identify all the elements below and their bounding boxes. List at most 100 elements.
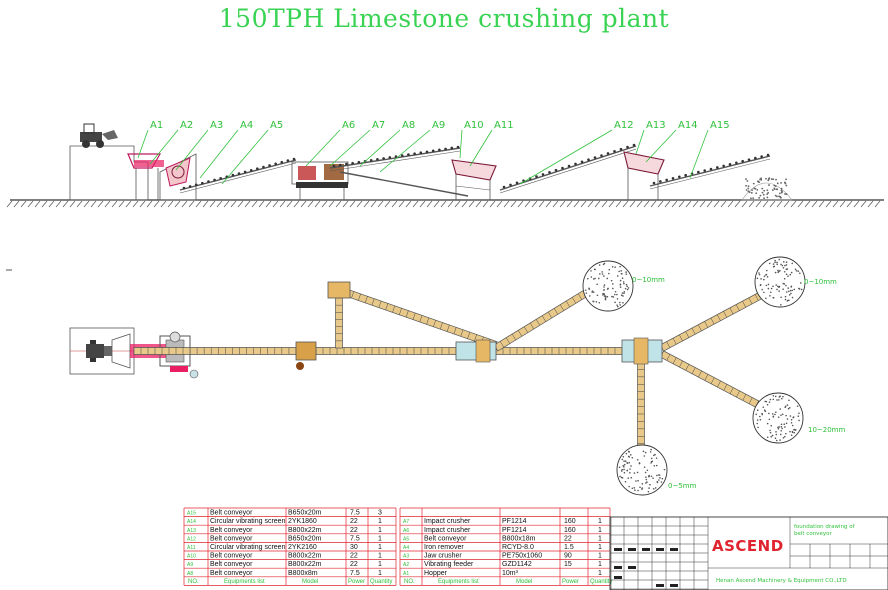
svg-text:1: 1 [598,544,602,551]
svg-text:Model: Model [302,579,318,585]
svg-text:Equipments list: Equipments list [224,579,265,585]
drawing-note-line-2: belt conveyor [794,531,832,537]
svg-text:22: 22 [564,535,572,542]
svg-text:1: 1 [378,570,382,577]
table-row: A13Belt conveyorB800x22m221 [187,527,382,534]
label-a8: A8 [402,120,415,131]
svg-text:Quantity: Quantity [590,579,612,585]
label-a9: A9 [432,120,445,131]
svg-text:1: 1 [598,535,602,542]
svg-text:22: 22 [350,518,358,525]
table-row: A8 Belt conveyor B800x8m 7.5 1 [187,570,382,577]
plan-conveyor-a12 [496,348,622,355]
company-name: Henan Ascend Machinery & Equipment CO.,L… [716,578,847,584]
stockpile-heap [742,177,792,200]
svg-text:Belt conveyor: Belt conveyor [210,527,253,534]
svg-text:1: 1 [378,544,382,551]
svg-text:B800x22m: B800x22m [288,553,322,560]
svg-text:Impact crusher: Impact crusher [424,527,471,534]
svg-text:160: 160 [564,518,576,525]
equipment-table: A15Belt conveyorB650x20m7.53A14Circular … [184,508,612,585]
svg-text:A11: A11 [187,545,196,551]
svg-text:1: 1 [378,553,382,560]
title-block: ASCEND foundation drawing of belt convey… [610,517,888,590]
svg-text:160: 160 [564,527,576,534]
svg-text:A14: A14 [187,519,196,525]
table-row: A5Belt conveyorB800x18m221 [403,535,602,542]
svg-text:B800x8m: B800x8m [288,570,318,577]
svg-text:B650x20m: B650x20m [288,535,322,542]
svg-text:7.5: 7.5 [350,570,360,577]
label-a3: A3 [210,120,223,131]
svg-text:Power: Power [562,579,579,585]
svg-text:Belt conveyor: Belt conveyor [210,570,253,577]
plan-conveyor-a9-diagonal [338,287,497,349]
svg-text:PE750x1060: PE750x1060 [502,553,542,560]
svg-text:3: 3 [378,510,382,517]
label-a12: A12 [614,120,634,131]
label-a5: A5 [270,120,283,131]
stockpile-size-label: 0~10mm [632,276,665,284]
jaw-crusher [160,154,196,200]
svg-text:1: 1 [598,553,602,560]
svg-text:Belt conveyor: Belt conveyor [210,535,253,542]
impact-crushers [292,162,348,200]
stockpile-3: 10~20mm [753,393,845,443]
table-row: A9Belt conveyorB800x22m221 [187,561,382,568]
svg-text:1.5: 1.5 [564,544,574,551]
svg-text:PF1214: PF1214 [502,518,527,525]
svg-text:A13: A13 [187,528,196,534]
table-row: A1Hopper10m³1 [403,570,602,577]
svg-text:Vibrating feeder: Vibrating feeder [424,561,474,568]
svg-text:A6: A6 [403,528,409,534]
svg-text:Jaw crusher: Jaw crusher [424,553,462,560]
svg-text:Equipments list: Equipments list [438,579,479,585]
vibrating-screen-a14 [624,152,664,200]
svg-text:10m³: 10m³ [502,570,519,577]
svg-text:NO.: NO. [188,579,199,585]
plan-conveyor-a5 [190,348,296,355]
table-header-row: NO.Equipments listModelPowerQuantity [404,579,612,585]
company-logo: ASCEND [712,537,784,555]
svg-text:Belt conveyor: Belt conveyor [210,553,253,560]
svg-text:A10: A10 [187,554,196,560]
svg-text:A4: A4 [403,545,409,551]
plan-view: 0~10mm 0~10mm 10~20mm 0~5mm [70,257,845,495]
svg-text:A7: A7 [403,519,409,525]
table-row: A11Circular vibrating screen2YK2160301 [187,544,382,551]
hopper-feeder [128,154,164,200]
table-row: A6Impact crusherPF12141601 [403,527,602,534]
stockpile-2: 0~10mm [755,257,837,307]
stockpile-size-label: 0~5mm [668,482,697,490]
svg-text:RCYD-8.0: RCYD-8.0 [502,544,534,551]
belt-conveyor-a12 [500,144,636,193]
svg-text:A8: A8 [187,571,193,577]
table-row: A12 Belt conveyor B650x20m 7.5 1 [187,535,382,542]
table-row: A2Vibrating feederGZD1142151 [403,561,602,568]
svg-text:1: 1 [598,561,602,568]
svg-text:A2: A2 [403,562,409,568]
svg-text:A12: A12 [187,536,196,542]
svg-text:22: 22 [350,561,358,568]
label-a2: A2 [180,120,193,131]
svg-text:B800x22m: B800x22m [288,527,322,534]
svg-text:1: 1 [378,535,382,542]
belt-conveyor-a5 [180,158,296,193]
svg-text:Power: Power [348,579,365,585]
svg-text:7.5: 7.5 [350,535,360,542]
svg-text:A9: A9 [187,562,193,568]
svg-text:Circular vibrating screen: Circular vibrating screen [210,544,286,551]
svg-text:22: 22 [350,527,358,534]
label-a7: A7 [372,120,385,131]
label-a11: A11 [494,120,514,131]
svg-text:2YK2160: 2YK2160 [288,544,317,551]
label-a4: A4 [240,120,253,131]
label-a10: A10 [464,120,484,131]
svg-text:Belt conveyor: Belt conveyor [210,510,253,517]
svg-text:7.5: 7.5 [350,510,360,517]
svg-text:1: 1 [378,518,382,525]
svg-text:Quantity: Quantity [370,579,392,585]
table-row: A15Belt conveyorB650x20m7.53 [187,510,382,517]
belt-conveyor-a8-a9 [330,146,468,196]
